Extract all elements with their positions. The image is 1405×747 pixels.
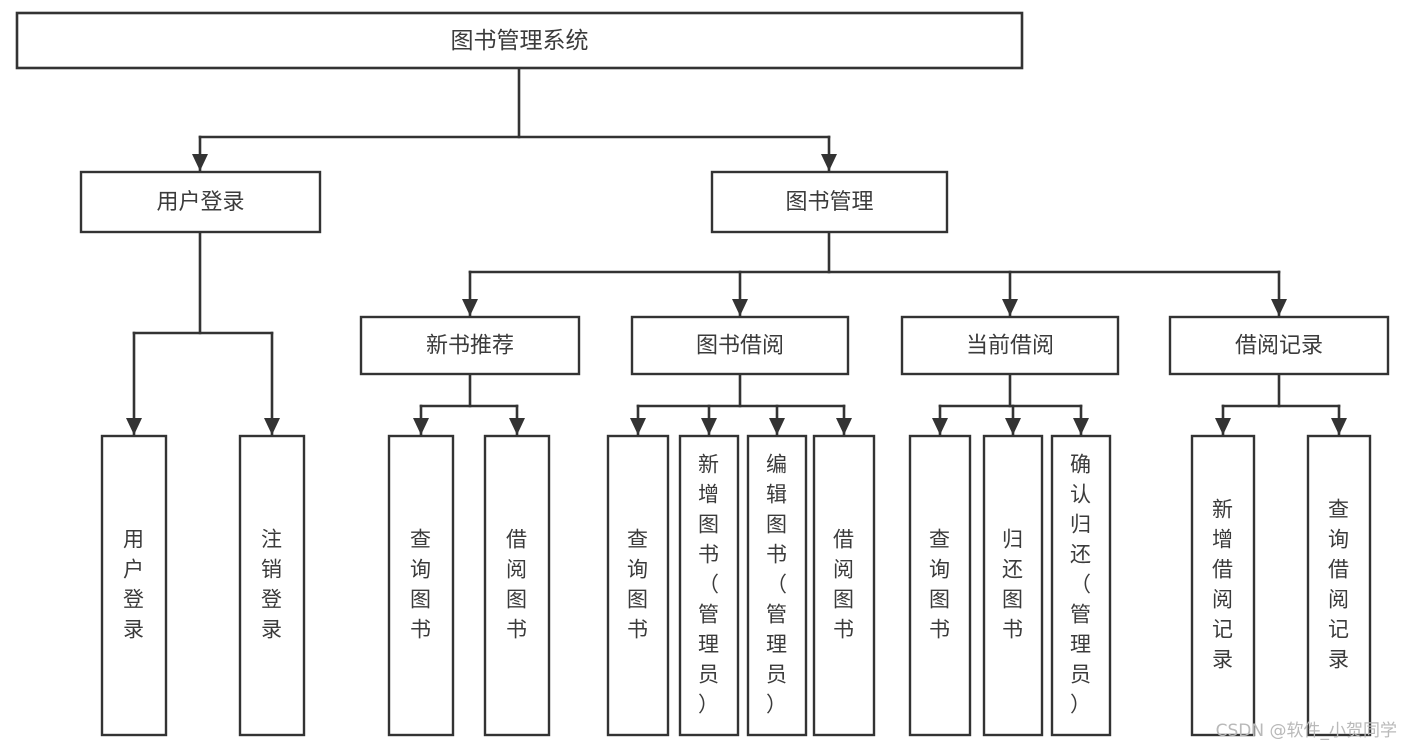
node-label: 确认归还（管理员）	[1070, 453, 1092, 717]
node-leaf-query-book-2[interactable]: 查询图书	[606, 434, 670, 737]
arrow-head	[1215, 418, 1231, 435]
node-box[interactable]	[483, 434, 551, 737]
node-box[interactable]	[678, 434, 740, 737]
node-label: 注销登录	[261, 528, 283, 642]
node-root[interactable]: 图书管理系统	[15, 11, 1024, 70]
arrow-head	[1073, 418, 1089, 435]
arrow-head	[413, 418, 429, 435]
node-box[interactable]	[1168, 315, 1390, 376]
arrow-head	[821, 154, 837, 171]
node-label: 查询图书	[410, 528, 432, 642]
node-box[interactable]	[100, 434, 168, 737]
arrow-head	[1331, 418, 1347, 435]
arrow-head	[630, 418, 646, 435]
node-leaf-add-book-admin[interactable]: 新增图书（管理员）	[678, 434, 740, 737]
arrow-head	[932, 418, 948, 435]
arrow-head	[701, 418, 717, 435]
node-label: 查询图书	[929, 528, 951, 642]
node-box[interactable]	[982, 434, 1044, 737]
connector-book-borrow-to-leaves	[636, 372, 846, 436]
node-leaf-confirm-return-admin[interactable]: 确认归还（管理员）	[1050, 434, 1112, 737]
node-label: 用户登录	[123, 528, 145, 642]
node-leaf-user-login[interactable]: 用户登录	[100, 434, 168, 737]
node-leaf-query-book-1[interactable]: 查询图书	[387, 434, 455, 737]
node-label: 用户登录	[156, 190, 244, 215]
node-label: 当前借阅	[966, 334, 1054, 359]
node-label: 借阅图书	[506, 528, 528, 642]
connectors-layer	[126, 66, 1347, 436]
node-label: 图书管理系统	[451, 28, 589, 54]
node-book-borrow[interactable]: 图书借阅	[630, 315, 850, 376]
node-leaf-query-borrow-record[interactable]: 查询借阅记录	[1306, 434, 1372, 737]
arrow-head	[732, 299, 748, 316]
node-label: 图书借阅	[696, 334, 784, 359]
node-label: 编辑图书（管理员）	[766, 453, 788, 717]
node-box[interactable]	[79, 170, 322, 234]
arrow-head	[462, 299, 478, 316]
node-label: 借阅图书	[833, 528, 855, 642]
node-box[interactable]	[238, 434, 306, 737]
connector-borrow-record-to-leaves	[1221, 372, 1341, 436]
node-box[interactable]	[15, 11, 1024, 70]
node-leaf-return-book[interactable]: 归还图书	[982, 434, 1044, 737]
node-new-book-recommend[interactable]: 新书推荐	[359, 315, 581, 376]
arrow-head	[509, 418, 525, 435]
arrow-head	[192, 154, 208, 171]
node-box[interactable]	[710, 170, 949, 234]
node-label: 查询借阅记录	[1328, 498, 1350, 672]
node-label: 图书管理	[785, 190, 873, 215]
node-box[interactable]	[630, 315, 850, 376]
arrow-head	[769, 418, 785, 435]
arrow-head	[836, 418, 852, 435]
node-box[interactable]	[812, 434, 876, 737]
node-leaf-borrow-book-2[interactable]: 借阅图书	[812, 434, 876, 737]
arrow-head	[1271, 299, 1287, 316]
node-box[interactable]	[746, 434, 808, 737]
watermark: CSDN @软件_小贺同学	[1215, 721, 1397, 741]
arrow-head	[264, 418, 280, 435]
node-leaf-query-book-3[interactable]: 查询图书	[908, 434, 972, 737]
node-borrow-record[interactable]: 借阅记录	[1168, 315, 1390, 376]
connector-user-login-to-leaves	[132, 230, 274, 436]
node-box[interactable]	[1050, 434, 1112, 737]
node-box[interactable]	[908, 434, 972, 737]
node-leaf-add-borrow-record[interactable]: 新增借阅记录	[1190, 434, 1256, 737]
connector-book-manage-to-level3	[468, 230, 1281, 317]
node-label: 借阅记录	[1235, 334, 1323, 359]
node-leaf-borrow-book-1[interactable]: 借阅图书	[483, 434, 551, 737]
arrow-head	[126, 418, 142, 435]
node-box[interactable]	[387, 434, 455, 737]
node-box[interactable]	[900, 315, 1120, 376]
node-label: 查询图书	[627, 528, 649, 642]
node-current-borrow[interactable]: 当前借阅	[900, 315, 1120, 376]
node-box[interactable]	[606, 434, 670, 737]
nodes-layer: 图书管理系统用户登录图书管理新书推荐图书借阅当前借阅借阅记录用户登录注销登录查询…	[15, 11, 1390, 737]
node-book-manage[interactable]: 图书管理	[710, 170, 949, 234]
node-user-login[interactable]: 用户登录	[79, 170, 322, 234]
node-label: 新增图书（管理员）	[698, 453, 720, 717]
arrow-head	[1005, 418, 1021, 435]
connector-root-to-level2	[198, 66, 831, 172]
arrow-head	[1002, 299, 1018, 316]
node-label: 归还图书	[1002, 528, 1024, 642]
node-label: 新增借阅记录	[1212, 498, 1234, 672]
node-leaf-user-logout[interactable]: 注销登录	[238, 434, 306, 737]
node-leaf-edit-book-admin[interactable]: 编辑图书（管理员）	[746, 434, 808, 737]
node-box[interactable]	[1306, 434, 1372, 737]
node-box[interactable]	[1190, 434, 1256, 737]
connector-new-book-to-leaves	[419, 372, 519, 436]
node-box[interactable]	[359, 315, 581, 376]
node-label: 新书推荐	[426, 334, 514, 359]
